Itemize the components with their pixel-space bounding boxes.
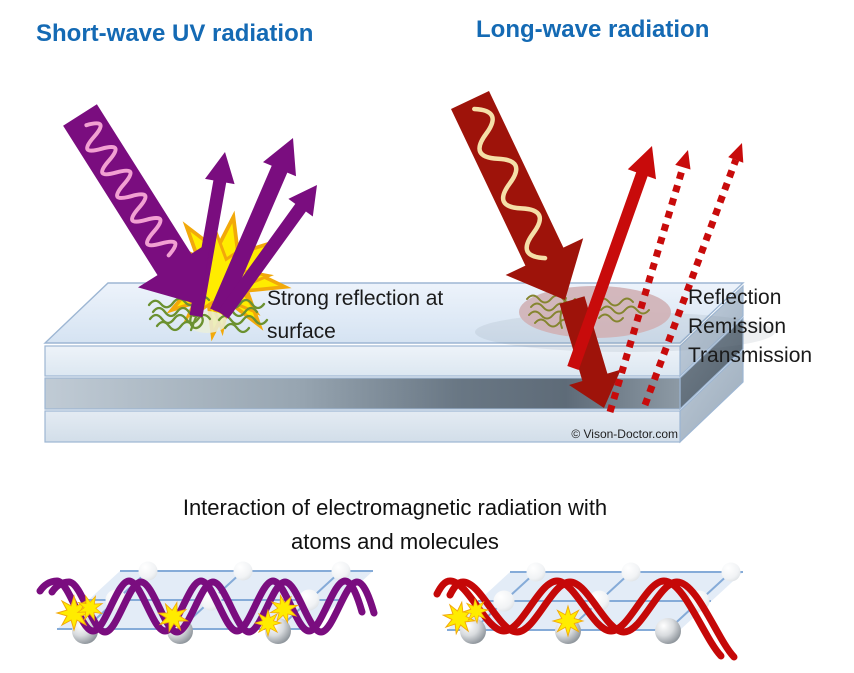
lattice-right bbox=[433, 562, 743, 661]
surface-reflection-line2: surface bbox=[267, 320, 336, 343]
interaction-item-transmission: Transmission bbox=[688, 344, 813, 367]
caption: Interaction of electromagnetic radiation… bbox=[160, 491, 630, 559]
title-shortwave: Short-wave UV radiation bbox=[36, 20, 314, 47]
interaction-item-remission: Remission bbox=[688, 315, 787, 338]
ir-remission-arrows bbox=[606, 143, 744, 413]
caption-line1: Interaction of electromagnetic radiation… bbox=[182, 495, 608, 520]
slab-layer-2 bbox=[44, 377, 681, 410]
interaction-item-reflection: Reflection bbox=[688, 286, 782, 309]
ir-wave bbox=[472, 106, 548, 261]
ir-lattice-wave bbox=[433, 577, 738, 661]
uv-wave bbox=[84, 121, 178, 258]
slab-layer-3 bbox=[44, 410, 681, 443]
watermark: © Vison-Doctor.com bbox=[571, 427, 678, 441]
uv-incident-arrow bbox=[63, 104, 211, 305]
surface-reflection-label: Strong reflection at surface bbox=[267, 282, 487, 348]
caption-line2: atoms and molecules bbox=[291, 529, 499, 554]
ir-incident-arrow bbox=[451, 91, 584, 300]
lattice-right-atoms bbox=[460, 562, 741, 644]
interaction-list: Reflection Remission Transmission bbox=[688, 283, 812, 370]
surface-reflection-line1: Strong reflection at bbox=[267, 287, 444, 310]
lattice-left bbox=[36, 561, 378, 644]
title-longwave: Long-wave radiation bbox=[476, 16, 710, 43]
ir-transmission-arrow bbox=[559, 296, 621, 408]
ir-reflected-arrow bbox=[567, 146, 656, 370]
